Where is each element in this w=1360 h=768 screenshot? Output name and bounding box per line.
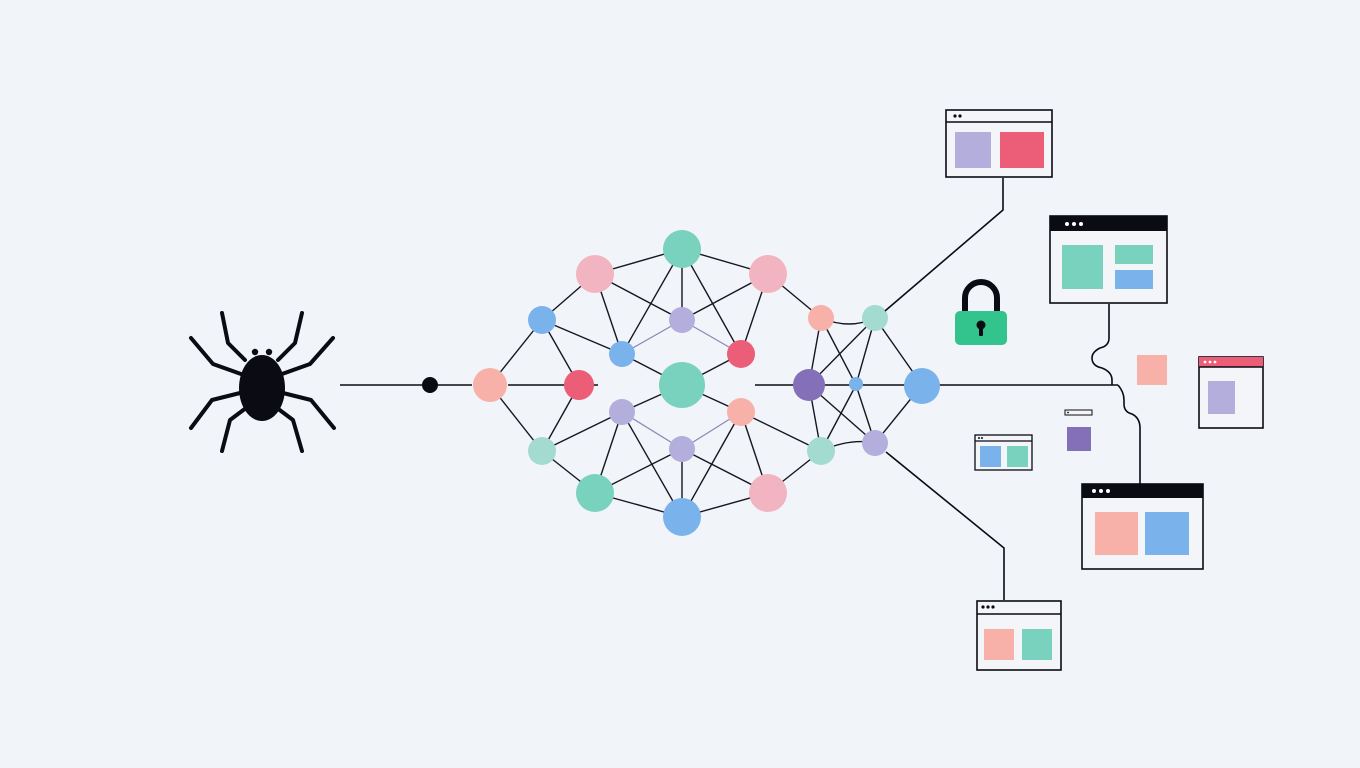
content-block-blue — [980, 446, 1001, 467]
network-node-n-blue-inner-left — [609, 341, 635, 367]
network-node-n-salmon-right-upper — [808, 305, 834, 331]
network-node-n-pink-bottom-right — [749, 474, 787, 512]
webpage-card-top — [945, 109, 1053, 178]
network-node-n-red-inner-right — [727, 340, 755, 368]
network-node-n-blue-far-right — [904, 368, 940, 404]
spider-icon — [189, 311, 336, 453]
network-node-n-lavender-lower-center — [669, 436, 695, 462]
network-node-n-teal-top — [663, 230, 701, 268]
network-node-n-mint-right-lower — [807, 437, 835, 465]
floating-tile-salmon — [1137, 355, 1167, 385]
network-node-n-blue-upper-left — [528, 306, 556, 334]
webpage-card-bottom — [976, 600, 1062, 671]
network-node-n-lavender-lower-far — [862, 430, 888, 456]
content-block-red — [1000, 132, 1044, 168]
network-node-n-mint-lower-left — [528, 437, 556, 465]
content-block-blue — [1115, 270, 1153, 289]
network-node-n-salmon-inner-right — [727, 398, 755, 426]
content-block-lavender — [955, 132, 991, 168]
network-node-n-blue-bottom — [663, 498, 701, 536]
padlock-icon — [955, 279, 1007, 345]
content-block-salmon — [984, 629, 1014, 660]
mini-window-bar — [1064, 409, 1093, 416]
network-node-n-pink-top-right — [749, 255, 787, 293]
content-block-lavender — [1208, 381, 1235, 414]
thread-node — [422, 377, 438, 393]
content-block-salmon — [1095, 512, 1138, 555]
webpage-card-lower-right — [1081, 483, 1204, 570]
content-block-teal — [1062, 245, 1103, 289]
network-node-n-teal-bottom-left — [576, 474, 614, 512]
content-block-blue — [1145, 512, 1189, 555]
network-node-n-blue-small-right — [849, 377, 863, 391]
webpage-card-upper-right — [1049, 215, 1168, 304]
network-node-n-red-left — [564, 370, 594, 400]
network-nodes — [473, 230, 940, 536]
webpage-card-right — [1198, 356, 1264, 429]
network-node-n-salmon-left — [473, 368, 507, 402]
content-block-teal — [1115, 245, 1153, 264]
network-node-n-pink-top-left — [576, 255, 614, 293]
network-node-n-lavender-upper-center — [669, 307, 695, 333]
webpage-card-small-center — [974, 434, 1033, 471]
network-node-n-purple-right — [793, 369, 825, 401]
floating-tile-purple — [1067, 427, 1091, 451]
page-connectors — [884, 178, 1141, 600]
network-node-n-mint-upper-far — [862, 305, 888, 331]
network-node-n-teal-center — [659, 362, 705, 408]
content-block-teal — [1007, 446, 1028, 467]
content-block-teal — [1022, 629, 1052, 660]
network-node-n-lavender-inner-left — [609, 399, 635, 425]
